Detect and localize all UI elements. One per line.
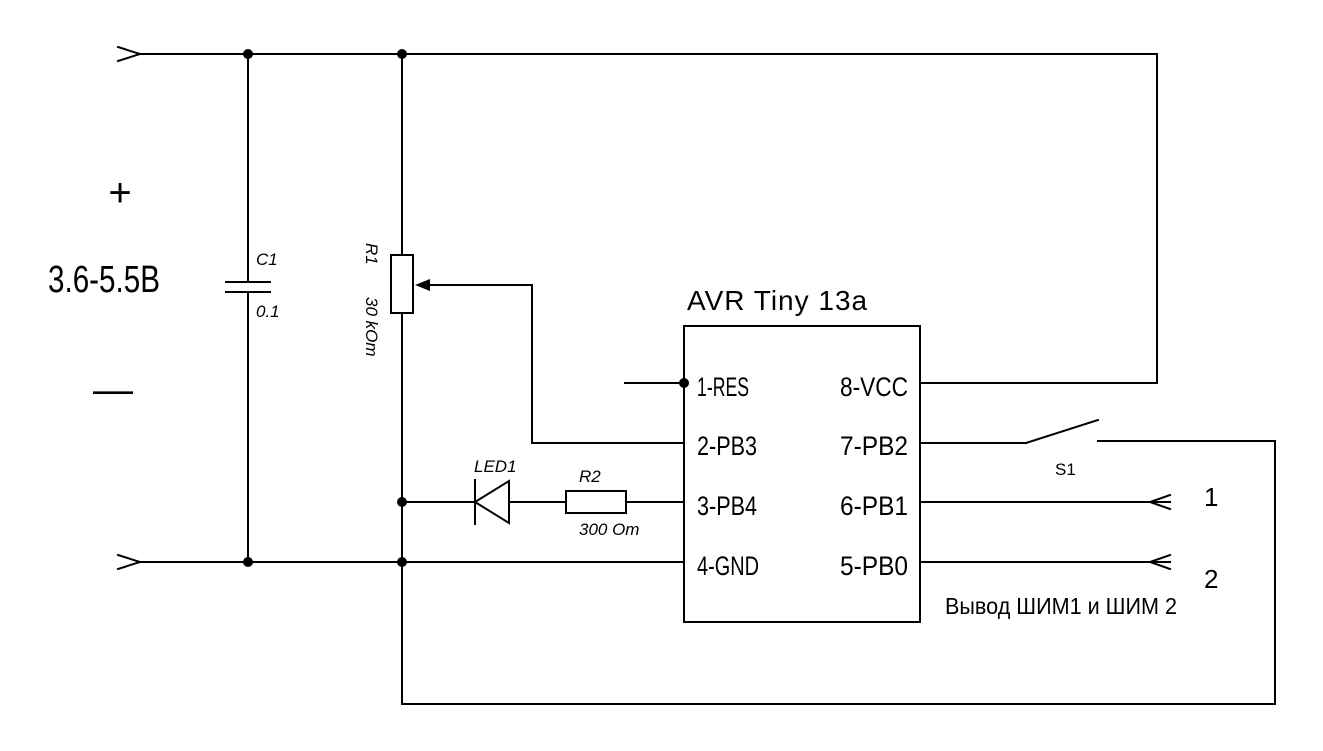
chip-body: [683, 325, 921, 623]
r2-ref-label: R2: [579, 467, 601, 486]
minus-sign: —: [93, 368, 133, 412]
switch-s1: [919, 418, 1100, 445]
pin-2-pb3: 2-PB3: [697, 431, 757, 461]
pwm-output-caption: Вывод ШИМ1 и ШИМ 2: [945, 593, 1177, 619]
pwm-output-wires: [919, 493, 1172, 571]
pin-3-pb4: 3-PB4: [697, 491, 757, 521]
led1-ref-label: LED1: [474, 457, 517, 476]
output-1-label: 1: [1204, 482, 1218, 512]
potentiometer-r1: [390, 53, 1276, 705]
c1-ref-label: C1: [256, 250, 278, 269]
pin-5-pb0: 5-PB0: [840, 551, 908, 581]
pin-8-vcc: 8-VCC: [840, 372, 908, 402]
junction-dots: [243, 49, 689, 567]
r2-value-label: 300 Om: [579, 520, 639, 539]
r1-value-label: 30 kOm: [362, 297, 381, 357]
output-2-label: 2: [1204, 564, 1218, 594]
s1-ref-label: S1: [1055, 460, 1076, 479]
pin-1-res: 1-RES: [697, 372, 749, 402]
plus-sign: +: [108, 171, 131, 215]
wiper-wire: [415, 279, 685, 444]
supply-voltage-label: 3.6-5.5В: [48, 259, 160, 301]
pin-4-gnd: 4-GND: [697, 551, 759, 581]
pin-6-pb1: 6-PB1: [840, 491, 908, 521]
c1-value-label: 0.1: [256, 302, 280, 321]
led-branch: [401, 479, 685, 525]
chip-title: AVR Tiny 13a: [687, 285, 868, 316]
capacitor-c1: [225, 53, 271, 563]
ground-rail-wire: [116, 553, 685, 571]
r1-ref-label: R1: [362, 243, 381, 265]
top-rail-wire: [116, 45, 1158, 384]
pin-7-pb2: 7-PB2: [840, 431, 908, 461]
